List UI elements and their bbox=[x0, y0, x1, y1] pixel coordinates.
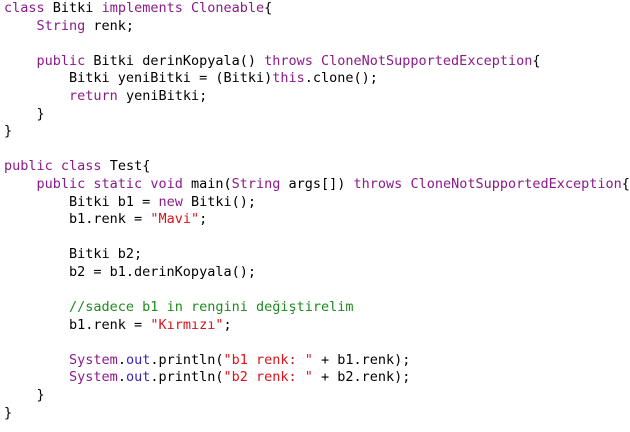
code-token-plain: .clone(); bbox=[304, 70, 378, 87]
code-token-plain: Bitki yeniBitki = (Bitki) bbox=[4, 70, 273, 87]
code-line: } bbox=[4, 123, 630, 141]
code-token-string: "b1 renk: " bbox=[223, 351, 313, 368]
code-token-keyword: String bbox=[231, 175, 281, 192]
code-token-keyword: class bbox=[4, 0, 53, 16]
code-token-keyword: class bbox=[60, 158, 110, 175]
code-line: } bbox=[4, 387, 630, 405]
code-token-plain: .println( bbox=[150, 351, 224, 368]
code-token-keyword: CloneNotSupportedException bbox=[321, 52, 533, 69]
code-token-keyword: System bbox=[69, 369, 118, 386]
code-token-plain: } bbox=[4, 123, 13, 140]
code-token-plain: Bitki b2; bbox=[4, 246, 143, 263]
code-token-member: out bbox=[125, 369, 151, 386]
code-token-keyword: new bbox=[158, 193, 191, 210]
code-token-keyword: public bbox=[36, 52, 94, 69]
code-line: public class Test{ bbox=[4, 158, 630, 176]
code-token-plain: Test{ bbox=[109, 158, 151, 175]
code-token-keyword: public bbox=[4, 158, 61, 175]
code-token-plain bbox=[4, 18, 37, 34]
code-token-member: out bbox=[125, 351, 151, 368]
code-token-keyword: static bbox=[93, 175, 151, 192]
code-token-plain bbox=[4, 299, 69, 315]
code-token-plain: } bbox=[4, 105, 45, 122]
code-line: } bbox=[4, 405, 630, 423]
code-token-plain: } bbox=[4, 387, 45, 404]
code-token-keyword: this bbox=[272, 70, 305, 87]
code-token-plain: { bbox=[264, 0, 273, 16]
code-token-plain: .println( bbox=[150, 369, 224, 386]
code-token-plain: b2 = b1.derinKopyala(); bbox=[4, 263, 256, 280]
code-line: Bitki yeniBitki = (Bitki)this.clone(); bbox=[4, 70, 630, 88]
code-line: b2 = b1.derinKopyala(); bbox=[4, 264, 630, 282]
code-token-plain: b1.renk = bbox=[4, 316, 151, 333]
code-token-keyword: CloneNotSupportedException bbox=[410, 175, 622, 192]
code-token-keyword: public bbox=[36, 175, 94, 192]
code-token-keyword: System bbox=[69, 351, 118, 368]
code-token-plain: { bbox=[532, 52, 541, 69]
code-line bbox=[4, 334, 630, 352]
code-token-keyword: String bbox=[36, 17, 86, 34]
code-line bbox=[4, 141, 630, 159]
code-token-plain: + b2.renk); bbox=[312, 369, 411, 386]
code-token-string: "b2 renk: " bbox=[223, 369, 313, 386]
code-token-plain: Bitki b1 = bbox=[4, 193, 159, 210]
code-token-plain: + b1.renk); bbox=[312, 351, 411, 368]
code-token-keyword: throws bbox=[353, 175, 411, 192]
code-token-plain bbox=[4, 352, 69, 368]
code-line: b1.renk = "Kırmızı"; bbox=[4, 317, 630, 335]
code-line: return yeniBitki; bbox=[4, 88, 630, 106]
code-token-plain: } bbox=[4, 404, 13, 421]
code-line: public static void main(String args[]) t… bbox=[4, 176, 630, 194]
code-token-plain: Bitki derinKopyala() bbox=[93, 52, 265, 69]
code-token-plain: main( bbox=[190, 175, 232, 192]
code-line: } bbox=[4, 106, 630, 124]
code-line: class Bitki implements Cloneable{ bbox=[4, 0, 630, 18]
code-token-plain: { bbox=[621, 175, 630, 192]
code-token-plain: yeniBitki; bbox=[117, 87, 208, 104]
code-token-keyword: Cloneable bbox=[190, 0, 265, 16]
code-text-area[interactable]: class Bitki implements Cloneable{ String… bbox=[4, 0, 630, 422]
code-line: String renk; bbox=[4, 18, 630, 36]
code-token-plain: renk; bbox=[85, 17, 135, 34]
code-token-keyword: implements bbox=[101, 0, 191, 16]
code-token-plain: . bbox=[117, 351, 126, 368]
code-token-keyword: return bbox=[69, 87, 118, 104]
code-token-comment: //sadece b1 in rengini değiştirelim bbox=[69, 299, 354, 316]
code-token-plain: b1.renk = bbox=[4, 211, 151, 228]
code-line: Bitki b1 = new Bitki(); bbox=[4, 194, 630, 212]
code-token-plain: . bbox=[117, 369, 126, 386]
code-token-plain bbox=[4, 369, 69, 385]
code-token-plain: ; bbox=[199, 211, 208, 228]
code-line: //sadece b1 in rengini değiştirelim bbox=[4, 299, 630, 317]
code-token-plain: Bitki(); bbox=[190, 193, 256, 210]
code-line: Bitki b2; bbox=[4, 246, 630, 264]
code-token-string: "Mavi" bbox=[150, 211, 200, 228]
code-token-keyword: throws bbox=[264, 52, 322, 69]
code-token-plain: ; bbox=[223, 316, 232, 333]
code-line: b1.renk = "Mavi"; bbox=[4, 211, 630, 229]
code-line: public Bitki derinKopyala() throws Clone… bbox=[4, 53, 630, 71]
code-token-plain bbox=[4, 176, 37, 192]
code-line bbox=[4, 35, 630, 53]
code-line bbox=[4, 282, 630, 300]
code-token-plain: args[]) bbox=[280, 175, 354, 192]
code-line bbox=[4, 229, 630, 247]
code-token-plain: Bitki bbox=[52, 0, 102, 16]
code-line: System.out.println("b1 renk: " + b1.renk… bbox=[4, 352, 630, 370]
code-token-plain bbox=[4, 88, 69, 104]
code-token-string: "Kırmızı" bbox=[150, 316, 224, 333]
code-token-keyword: void bbox=[150, 175, 191, 192]
code-token-plain bbox=[4, 53, 37, 69]
code-line: System.out.println("b2 renk: " + b2.renk… bbox=[4, 369, 630, 387]
